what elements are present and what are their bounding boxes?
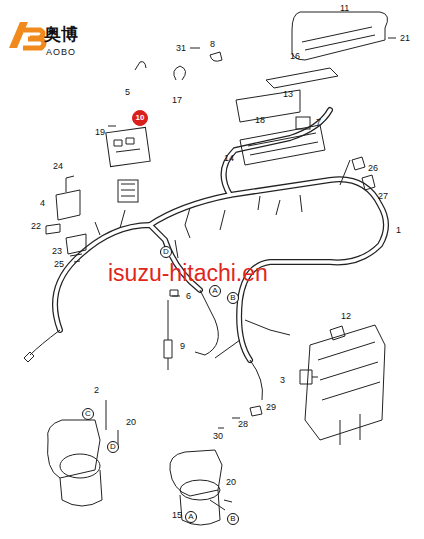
callout-number: 14 [224,154,234,163]
connector-ref-circle: B [227,292,239,304]
logo-mark [9,22,44,48]
callout-number: 9 [180,342,185,351]
connector-ref-circle: A [209,285,221,297]
connector-ref-circle: C [82,408,94,420]
callout-number: 5 [125,88,130,97]
callout-number: 31 [176,44,186,53]
watermark: isuzu-hitachi.en [108,262,268,285]
callout-number: 4 [40,199,45,208]
callout-letter: 10 [136,114,145,122]
callout-number: 28 [238,420,248,429]
callout-number: 8 [210,40,215,49]
callout-number: 11 [340,4,349,13]
callout-circle: 10 [132,110,148,126]
callout-number: 25 [54,260,64,269]
callout-number: 30 [213,432,223,441]
callout-number: 21 [400,34,410,43]
callout-letter: C [85,410,91,418]
callout-number: 20 [126,418,136,427]
callout-letter: A [212,287,217,295]
callout-number: 16 [290,52,300,61]
callout-number: 2 [94,386,99,395]
callout-number: 15 [172,511,182,520]
connector-ref-circle: D [160,246,172,258]
connector-ref-circle: D [107,441,119,453]
callout-letter: A [188,513,193,521]
callout-number: 12 [341,312,351,321]
logo-cn: 奥博 [44,26,78,43]
callout-number: 17 [172,96,182,105]
callout-letter: B [230,515,235,523]
callout-number: 20 [226,478,236,487]
callout-number: 1 [396,226,401,235]
callout-number: 27 [378,192,388,201]
callout-number: 24 [53,162,63,171]
callout-letter: D [110,443,116,451]
callout-number: 7 [316,118,321,127]
callout-letter: D [163,248,169,256]
callout-number: 6 [186,292,191,301]
connector-ref-circle: A [185,511,197,523]
logo-en: AOBO [46,48,76,57]
callout-number: 22 [31,222,41,231]
callout-number: 18 [255,116,265,125]
callout-letter: B [230,294,235,302]
connector-ref-circle: B [227,513,239,525]
callout-number: 23 [52,247,62,256]
callout-number: 26 [368,164,378,173]
callout-number: 29 [266,403,276,412]
callout-number: 19 [95,128,105,137]
callout-number: 3 [280,376,285,385]
callout-number: 13 [283,90,293,99]
